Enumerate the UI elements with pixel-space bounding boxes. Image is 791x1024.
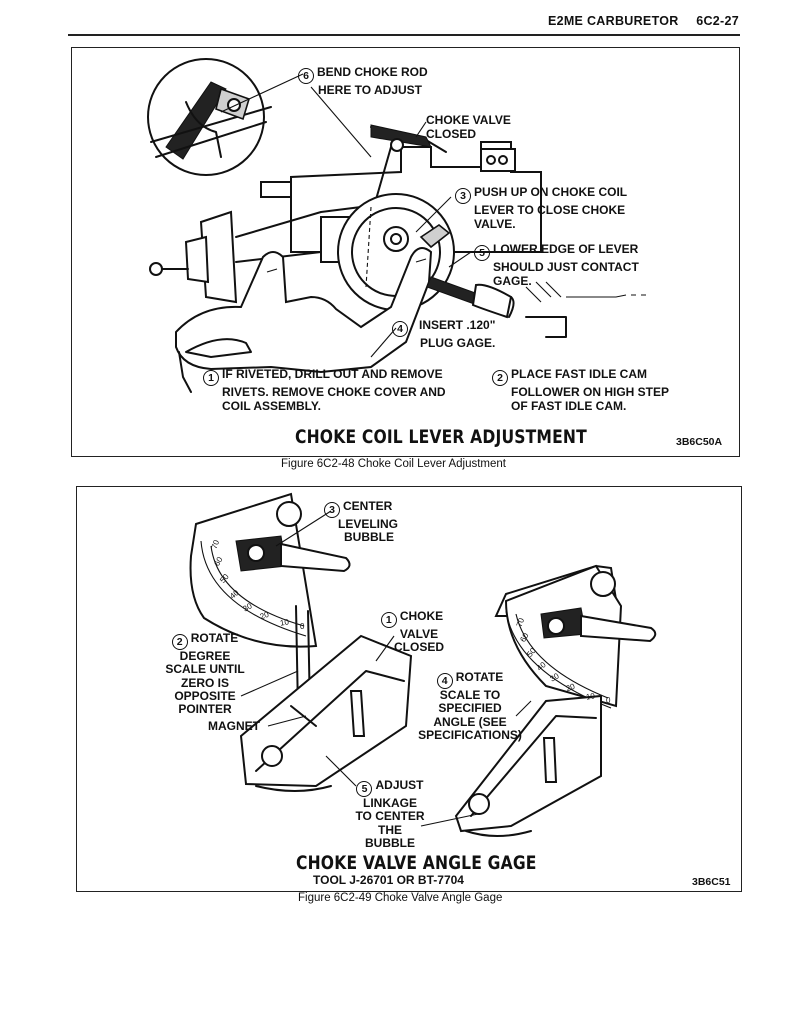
left-carburetor: [239, 634, 413, 792]
figure-49-illustration: [189, 492, 657, 837]
callout-text: IF RIVETED, DRILL OUT AND REMOVE: [222, 367, 443, 381]
callout-text: RIVETS. REMOVE CHOKE COVER AND: [222, 385, 446, 399]
callout-number: 5: [356, 781, 373, 797]
figure-48-title: CHOKE COIL LEVER ADJUSTMENT: [295, 426, 587, 448]
callout-text: CLOSED: [394, 640, 445, 654]
running-header: E2ME CARBURETOR 6C2-27: [548, 14, 739, 28]
callout-text: FOLLOWER ON HIGH STEP: [511, 385, 669, 399]
figure-49-code: 3B6C51: [692, 876, 731, 888]
callout-number: 5: [474, 245, 490, 261]
figure-49-caption: Figure 6C2-49 Choke Valve Angle Gage: [298, 892, 503, 904]
label-text: CHOKE VALVE: [426, 113, 511, 127]
scale-tick-label: 10: [279, 617, 290, 628]
callout-text: PLACE FAST IDLE CAM: [511, 367, 648, 381]
callout-insert-plug-gage: 4 INSERT .120" PLUG GAGE.: [392, 318, 496, 351]
header-rule: [68, 34, 740, 36]
callout-text: GAGE.: [493, 273, 532, 288]
left-angle-gage: [189, 492, 351, 712]
callout-text: DEGREE: [179, 649, 231, 663]
callout-text: VALVE.: [474, 216, 516, 231]
callout-text: LEVER TO CLOSE CHOKE: [474, 203, 626, 217]
rod-bend-detail-inset: [147, 58, 272, 176]
callout-text: CHOKE: [399, 609, 444, 623]
callout-text: PLUG GAGE.: [420, 336, 496, 350]
callout-text: ROTATE: [455, 670, 504, 684]
figure-48-caption: Figure 6C2-48 Choke Coil Lever Adjustmen…: [281, 458, 507, 470]
hand: [175, 247, 433, 393]
figure-49-subtitle: TOOL J-26701 OR BT-7704: [313, 873, 464, 887]
header-page-number: 6C2-27: [696, 14, 739, 28]
callout-text: HERE TO ADJUST: [318, 83, 423, 97]
scale-tick-label: 10: [585, 691, 596, 702]
figure-48-code: 3B6C50A: [676, 436, 723, 448]
figure-49-title: CHOKE VALVE ANGLE GAGE: [296, 852, 537, 874]
scale-tick-label: 0: [300, 622, 305, 631]
label-magnet: MAGNET: [208, 719, 260, 733]
callout-text: COIL ASSEMBLY.: [222, 398, 321, 413]
callout-text: ANGLE (SEE: [433, 714, 507, 729]
callout-text: BUBBLE: [365, 835, 415, 850]
header-title: E2ME CARBURETOR: [547, 14, 679, 28]
callout-number: 2: [492, 370, 508, 386]
callout-text: ZERO IS: [180, 675, 229, 690]
callout-text: SCALE TO: [439, 688, 501, 702]
label-text: CLOSED: [426, 126, 477, 141]
callout-number: 2: [171, 634, 188, 650]
callout-text: OPPOSITE: [174, 688, 236, 703]
callout-text: SPECIFICATIONS): [418, 727, 522, 742]
scale-tick-label: 0: [606, 696, 611, 705]
figure-48-illustration: [147, 58, 646, 393]
callout-text: OF FAST IDLE CAM.: [511, 398, 627, 413]
callout-text: SPECIFIED: [438, 701, 502, 716]
right-carburetor: [454, 694, 602, 837]
callout-text: SHOULD JUST CONTACT: [493, 260, 639, 274]
callout-text: LINKAGE: [363, 796, 417, 810]
label-choke-valve-closed: CHOKE VALVE CLOSED: [426, 113, 511, 141]
callout-number: 1: [380, 612, 397, 628]
callout-text: SCALE UNTIL: [165, 662, 245, 677]
callout-number: 3: [324, 502, 340, 518]
callout-number: 4: [392, 321, 408, 337]
callout-text: ROTATE: [190, 631, 239, 645]
callout-text: INSERT .120": [419, 318, 496, 332]
callout-number: 1: [203, 370, 219, 386]
callout-text: CENTER: [343, 499, 393, 513]
plug-gage: [426, 276, 646, 338]
callout-text: TO CENTER: [355, 809, 425, 824]
callout-text: LEVELING: [338, 517, 399, 531]
callout-text: VALVE: [399, 627, 439, 641]
callout-number: 6: [298, 68, 314, 84]
callout-number: 3: [455, 188, 471, 204]
left-degree-scale: [200, 540, 307, 637]
callout-text: PUSH UP ON CHOKE COIL: [474, 185, 628, 199]
callout-text: BUBBLE: [344, 530, 394, 544]
callout-text: POINTER: [178, 702, 232, 717]
callout-text: ADJUST: [375, 778, 424, 792]
callout-text: THE: [378, 822, 402, 837]
vacuum-break: [149, 206, 362, 304]
callout-text: LOWER EDGE OF LEVER: [493, 242, 639, 256]
callout-text: BEND CHOKE ROD: [317, 65, 428, 79]
callout-number: 4: [436, 673, 453, 689]
